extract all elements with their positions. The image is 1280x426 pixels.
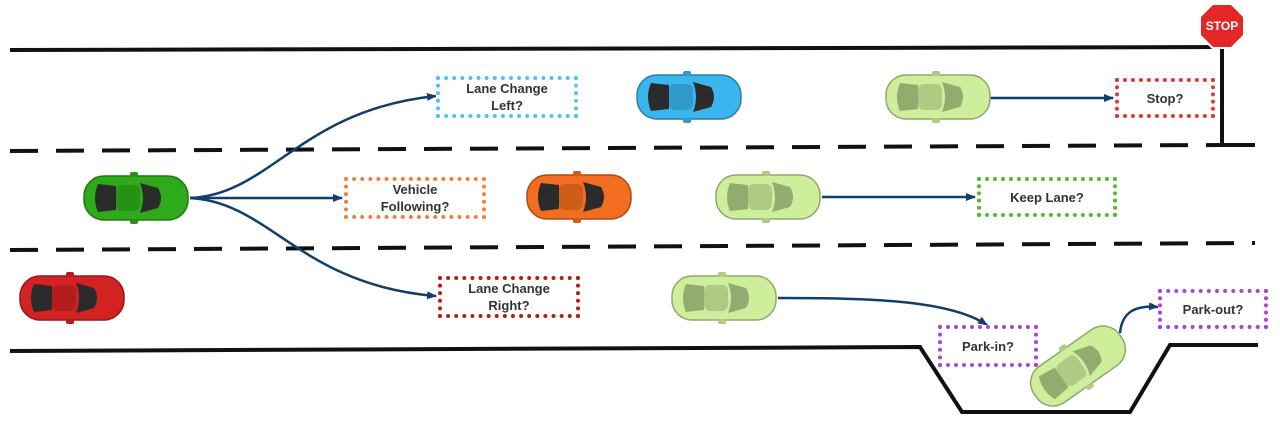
future-car-keep-lane <box>715 171 821 223</box>
ego-car <box>83 172 189 224</box>
label-vehicle-following-line1: Vehicle <box>392 182 438 197</box>
future-car-parked <box>1029 325 1127 407</box>
arrow-lane-change-right <box>189 196 437 300</box>
lane-divider-upper <box>9 143 1223 153</box>
stop-sign-text: STOP <box>1205 19 1239 33</box>
road-bottom-edge-with-parking-bay <box>9 343 1258 414</box>
road-top-edge <box>9 45 1223 52</box>
label-stop-text: Stop? <box>1146 90 1184 106</box>
label-lane-change-right-line2: Right? <box>488 298 530 313</box>
label-lane-change-left-line2: Left? <box>491 98 523 113</box>
stop-sign-icon <box>1199 3 1245 49</box>
label-park-in: Park-in? <box>938 325 1038 367</box>
label-park-out: Park-out? <box>1158 289 1268 329</box>
label-lane-change-left-line1: Lane Change <box>466 81 548 96</box>
label-keep-lane-text: Keep Lane? <box>1010 189 1084 205</box>
left-lane-car <box>636 71 742 123</box>
lead-car <box>526 171 632 223</box>
arrow-lane-change-left <box>189 92 437 200</box>
label-vehicle-following-line2: Following? <box>380 199 450 214</box>
future-car-stop <box>885 71 991 123</box>
label-stop: Stop? <box>1115 78 1215 118</box>
label-keep-lane: Keep Lane? <box>977 177 1117 217</box>
label-park-in-text: Park-in? <box>961 338 1014 354</box>
lane-divider-lower <box>9 241 1256 252</box>
arrow-park-out <box>1118 302 1159 334</box>
label-lane-change-right-line1: Lane Change <box>468 281 550 296</box>
future-car-lane-change-right <box>671 272 777 324</box>
arrow-park-in <box>777 296 988 327</box>
rear-right-car <box>19 272 125 324</box>
label-park-out-text: Park-out? <box>1182 301 1244 317</box>
